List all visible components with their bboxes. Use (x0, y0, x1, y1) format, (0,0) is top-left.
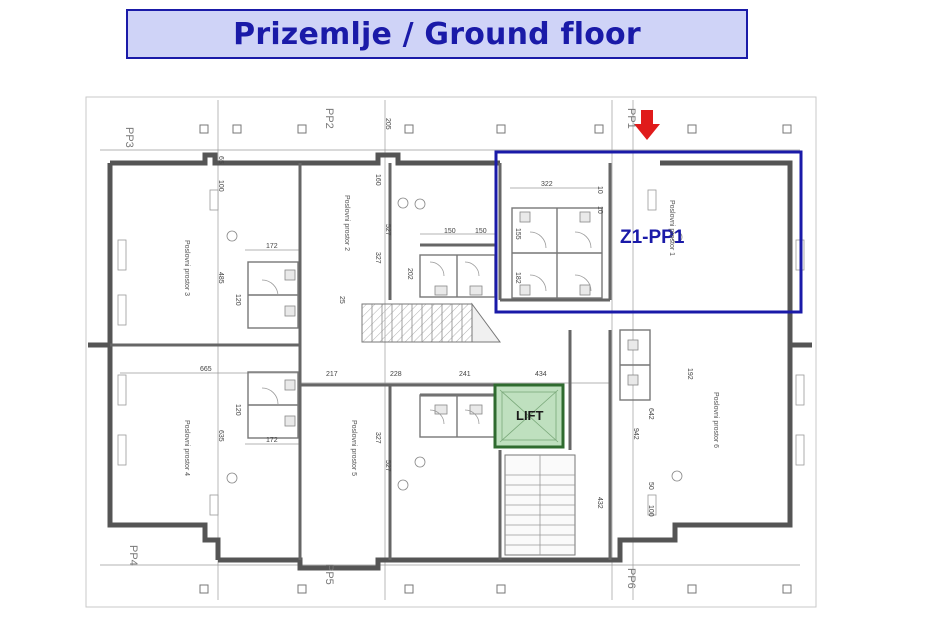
dim-322: 322 (541, 181, 553, 188)
dim-120-upper: 120 (234, 294, 241, 306)
dim-434: 434 (535, 371, 547, 378)
dim-120-lower: 120 (234, 404, 241, 416)
section-mark-pp2: PP2 (323, 108, 335, 129)
dim-172-lower: 172 (266, 437, 278, 444)
dim-635: 635 (217, 430, 224, 442)
stairs-upper (361, 302, 501, 343)
fixtures (284, 211, 639, 427)
section-mark-pp6: PP6 (625, 568, 637, 589)
entrance-arrow (634, 110, 660, 140)
dim-10-b: 10 (596, 206, 603, 214)
room-label-pp6: Poslovni prostor 6 (712, 392, 719, 448)
door-swings (261, 231, 592, 425)
dim-527-upper: 527 (384, 224, 391, 236)
lift-label: LIFT (516, 408, 543, 423)
circle-markers (226, 197, 683, 491)
dim-160: 160 (374, 174, 381, 186)
stairs-lower (504, 454, 576, 556)
section-marks: PP3 PP2 PP1 PP4 PP5 PP6 (123, 108, 637, 589)
dimension-texts: 322 172 172 665 217 228 241 434 150 150 … (200, 118, 693, 517)
dim-432: 432 (596, 497, 603, 509)
dimension-lines (100, 100, 800, 600)
dim-50: 50 (647, 482, 654, 490)
room-label-pp2: Poslovni prostor 2 (343, 195, 350, 251)
highlight-rectangle (494, 150, 803, 314)
dim-155: 155 (514, 228, 521, 240)
room-label-pp4: Poslovni prostor 4 (183, 420, 190, 476)
dim-205: 205 (384, 118, 391, 130)
dim-217: 217 (326, 371, 338, 378)
dim-665: 665 (200, 366, 212, 373)
pier-marks (199, 124, 792, 594)
dim-150-left: 150 (444, 228, 456, 235)
lift: LIFT (493, 383, 565, 449)
dim-192: 192 (686, 368, 693, 380)
room-label-pp5: Poslovni prostor 5 (350, 420, 357, 476)
plan-frame (85, 96, 817, 608)
dim-228: 228 (390, 371, 402, 378)
title-banner: Prizemlje / Ground floor (126, 9, 748, 59)
section-mark-pp5: PP5 (323, 564, 335, 585)
dim-202: 202 (406, 268, 413, 280)
outer-walls (88, 152, 812, 571)
highlight-label: Z1-PP1 (620, 227, 685, 248)
dim-100-lower: 100 (647, 505, 654, 517)
dim-327-upper: 327 (374, 252, 381, 264)
dim-100-upper: 100 (217, 180, 224, 192)
dim-485: 485 (217, 272, 224, 284)
dim-172-upper: 172 (266, 243, 278, 250)
room-label-pp1: Poslovni prostor 1 (668, 200, 675, 256)
dim-241: 241 (459, 371, 471, 378)
page-title: Prizemlje / Ground floor (233, 16, 641, 52)
room-labels: Poslovni prostor 3 Poslovni prostor 4 Po… (183, 195, 719, 476)
dim-942: 942 (632, 428, 639, 440)
section-mark-pp3: PP3 (123, 127, 135, 148)
dim-10-a: 10 (596, 186, 603, 194)
dim-182: 182 (514, 272, 521, 284)
dim-65: 65 (217, 156, 224, 164)
dim-642: 642 (647, 408, 654, 420)
room-label-pp3: Poslovni prostor 3 (183, 240, 190, 296)
dim-327-lower: 327 (374, 432, 381, 444)
dim-150-right: 150 (475, 228, 487, 235)
dim-527-lower: 527 (384, 460, 391, 472)
section-mark-pp1: PP1 (625, 108, 637, 129)
section-mark-pp4: PP4 (127, 545, 139, 566)
dim-25: 25 (338, 296, 345, 304)
